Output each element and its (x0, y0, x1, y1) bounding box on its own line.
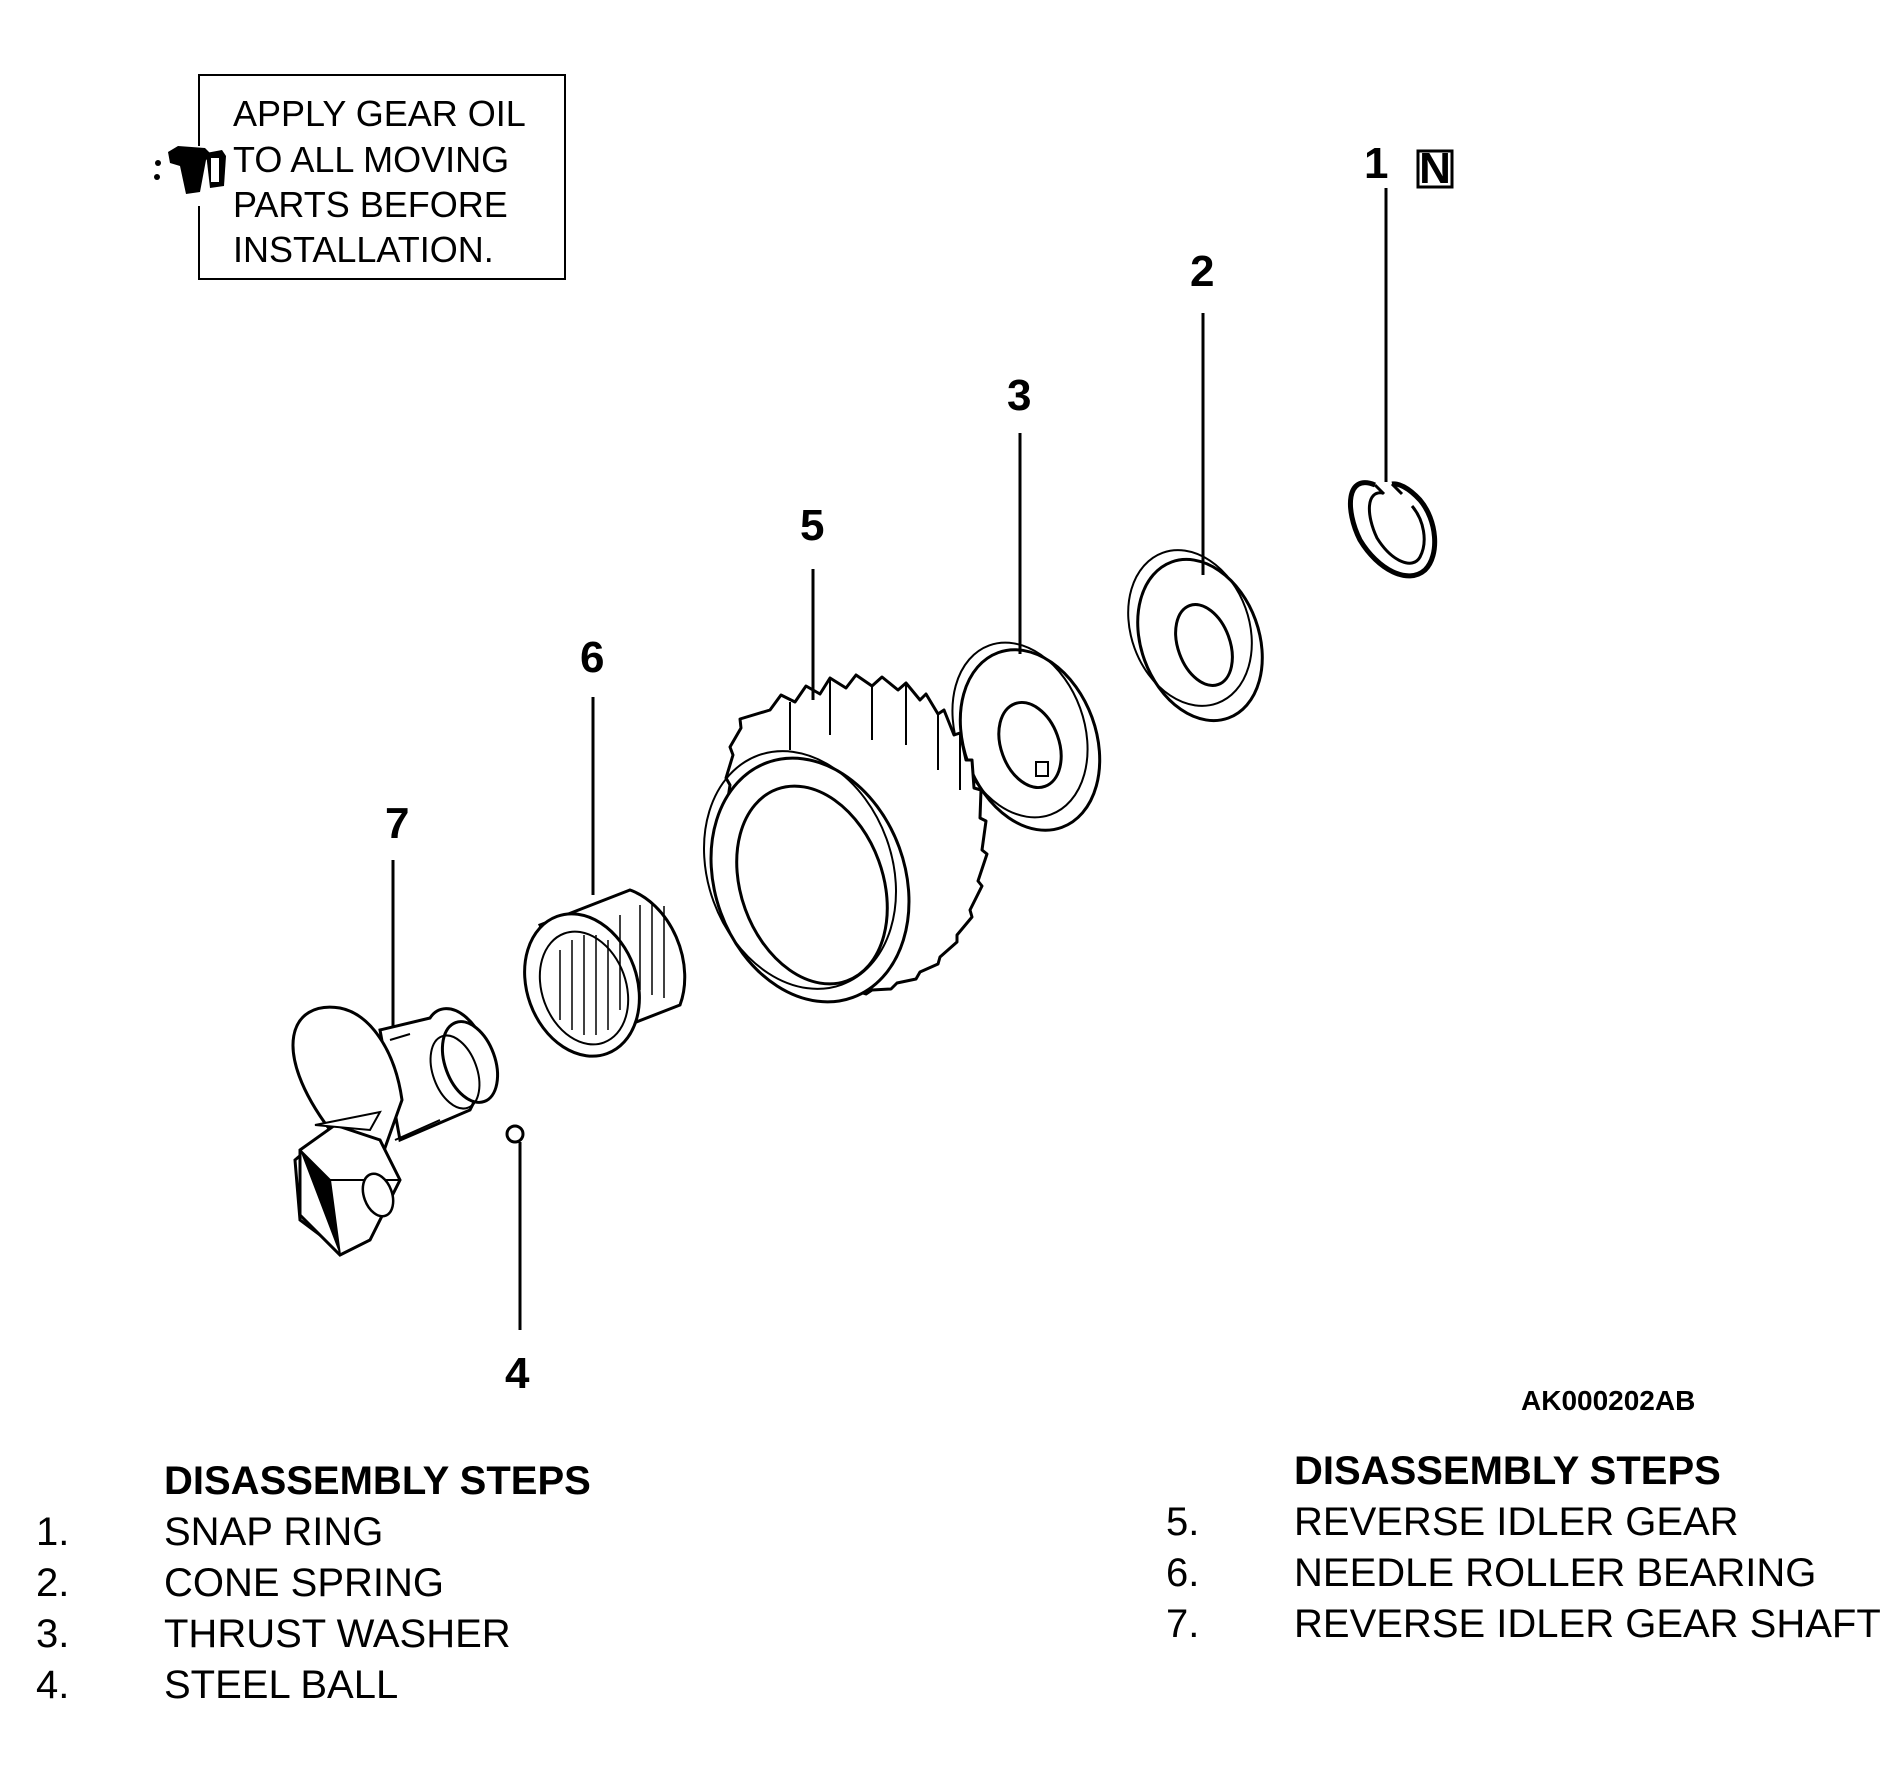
callout-7: 7 (385, 799, 409, 848)
disassembly-steps-left: DISASSEMBLY STEPS 1. SNAP RING 2. CONE S… (36, 1456, 591, 1711)
step-row: 2. CONE SPRING (36, 1558, 591, 1609)
note-line-1: APPLY GEAR OIL (233, 93, 526, 134)
callout-1-badge: N (1416, 144, 1454, 193)
callout-2: 2 (1190, 247, 1214, 296)
reverse-idler-gear-shaft-part (291, 1005, 500, 1257)
needle-roller-bearing-part (523, 888, 687, 1058)
reverse-idler-gear-part (703, 673, 989, 1004)
callout-1-badge-letter: N (1419, 144, 1451, 193)
step-row: 4. STEEL BALL (36, 1660, 591, 1711)
callout-6: 6 (580, 633, 604, 682)
note-line-3: PARTS BEFORE (233, 184, 508, 225)
note-line-2: TO ALL MOVING (233, 139, 509, 180)
step-number: 3. (36, 1612, 70, 1656)
step-number: 5. (1166, 1500, 1200, 1544)
step-label: THRUST WASHER (164, 1612, 511, 1656)
snap-ring-part (1348, 480, 1438, 579)
step-label: REVERSE IDLER GEAR SHAFT (1294, 1602, 1881, 1646)
step-number: 7. (1166, 1602, 1200, 1646)
note-line-4: INSTALLATION. (233, 229, 494, 270)
disassembly-steps-right: DISASSEMBLY STEPS 5. REVERSE IDLER GEAR … (1166, 1446, 1881, 1650)
step-label: SNAP RING (164, 1510, 384, 1554)
step-number: 4. (36, 1663, 70, 1707)
cone-spring-part (1127, 549, 1264, 723)
leader-lines (391, 188, 1388, 1330)
callout-1: 1 (1364, 139, 1388, 188)
callout-3: 3 (1007, 371, 1031, 420)
step-label: CONE SPRING (164, 1561, 445, 1605)
gear-hub-inner (735, 784, 889, 986)
step-label: NEEDLE ROLLER BEARING (1294, 1551, 1817, 1595)
gear-oil-note: APPLY GEAR OIL TO ALL MOVING PARTS BEFOR… (154, 74, 566, 280)
note-box (198, 74, 566, 280)
steel-ball-part (505, 1124, 525, 1144)
steps-heading-left: DISASSEMBLY STEPS (164, 1459, 591, 1503)
reference-code: AK000202AB (1521, 1385, 1695, 1416)
step-row: 3. THRUST WASHER (36, 1609, 591, 1660)
step-row: 1. SNAP RING (36, 1507, 591, 1558)
steps-heading-right: DISASSEMBLY STEPS (1294, 1449, 1721, 1493)
step-row: 6. NEEDLE ROLLER BEARING (1166, 1548, 1881, 1599)
callout-4: 4 (505, 1349, 530, 1398)
step-number: 6. (1166, 1551, 1200, 1595)
step-row: 7. REVERSE IDLER GEAR SHAFT (1166, 1599, 1881, 1650)
step-row: 5. REVERSE IDLER GEAR (1166, 1497, 1881, 1548)
oil-can-icon (154, 146, 226, 194)
step-label: REVERSE IDLER GEAR (1294, 1500, 1739, 1544)
step-label: STEEL BALL (164, 1663, 399, 1707)
step-number: 1. (36, 1510, 70, 1554)
callout-5: 5 (800, 501, 824, 550)
step-number: 2. (36, 1561, 70, 1605)
